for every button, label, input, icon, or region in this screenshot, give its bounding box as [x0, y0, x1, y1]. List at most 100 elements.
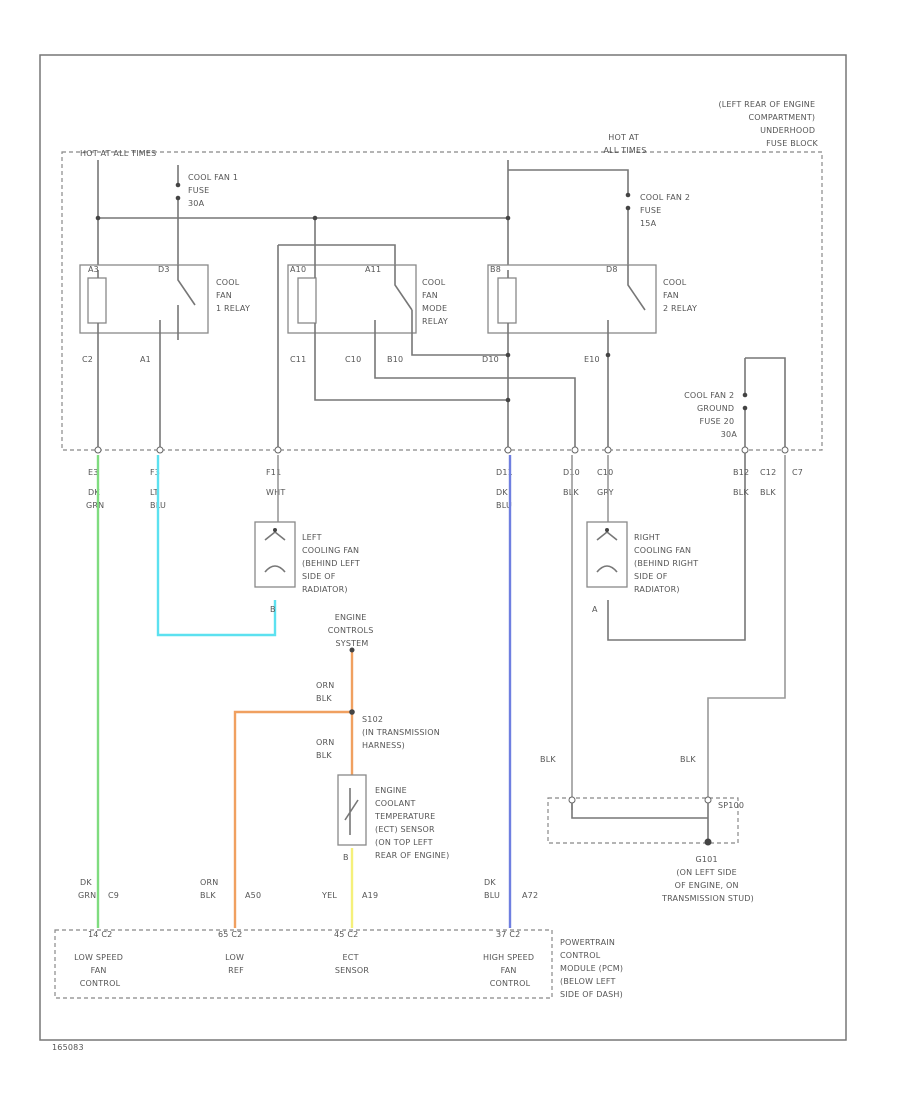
fuse-2-label: COOL FAN 2 FUSE 15A: [640, 193, 693, 228]
pcm-module-label: POWERTRAIN CONTROL MODULE (PCM) (BELOW L…: [560, 938, 626, 999]
pcm-wire-dk-grn: DK GRN: [78, 878, 96, 900]
wire-label-blk-d10: BLK: [563, 488, 579, 497]
cool-fan-2-relay: B8 D8 COOL FAN 2 RELAY D10 E10: [482, 264, 697, 448]
wire-label-blk-right: BLK: [680, 755, 696, 764]
svg-text:D3: D3: [158, 265, 170, 274]
junction-dot: [505, 397, 511, 403]
splice-s102: [349, 709, 355, 715]
connector-c12: C12: [760, 468, 776, 477]
hot-at-all-times-2-label: HOT AT ALL TIMES: [603, 133, 646, 155]
fuse-2-terminal: [625, 192, 631, 198]
relay-1-pin-c2: C2: [82, 355, 93, 364]
relay-1-pin-a1: A1: [140, 355, 151, 364]
ground-fuse-label: COOL FAN 2 GROUND FUSE 20 30A: [684, 391, 737, 439]
wire-label-dk-blu: DK BLU: [496, 488, 512, 510]
pcm-low-speed-label: LOW SPEED FAN CONTROL: [74, 953, 126, 988]
wire-label-gry: GRY: [597, 488, 614, 497]
pcm-pin-4: 37 C2: [496, 930, 520, 939]
cool-fan-1-relay: A3 D3 COOL FAN 1 RELAY: [79, 264, 250, 340]
junction-dot: [505, 215, 511, 221]
junction-dot: [605, 352, 611, 358]
ect-sensor: B ENGINE COOLANT TEMPERATURE (ECT) SENSO…: [337, 774, 449, 862]
pcm-term-a72: A72: [522, 891, 538, 900]
junction-dot: [95, 215, 101, 221]
svg-text:B10: B10: [387, 355, 403, 364]
relay-1-outputs: [97, 340, 161, 448]
bus-wire-left: [97, 160, 629, 270]
ground-g101-label: G101 (ON LEFT SIDE OF ENGINE, ON TRANSMI…: [661, 855, 754, 903]
pcm-low-ref-label: LOW REF: [225, 953, 247, 975]
svg-text:LEFT COOLING FAN (: LEFT COOLING FAN (BEHIND LEFT SIDE OF RA…: [302, 533, 363, 594]
ecs-terminal: [349, 647, 355, 653]
wire-label-dk-grn: DK GRN: [86, 488, 104, 510]
wire-label-blk-c12: BLK: [760, 488, 776, 497]
wire-label-blk-left: BLK: [540, 755, 556, 764]
diagram-frame: [39, 54, 847, 1041]
connector-d11: D11: [496, 468, 513, 477]
wire-lt-blu: [156, 455, 277, 637]
left-cooling-fan: B LEFT COOLING FAN (BEHIND LEFT SIDE OF …: [254, 521, 363, 614]
svg-text:C11: C11: [290, 355, 306, 364]
svg-text:D8: D8: [606, 265, 618, 274]
fuse-1-terminal: [175, 182, 181, 188]
wire-label-wht: WHT: [266, 488, 285, 497]
pcm-pin-3: 45 C2: [334, 930, 358, 939]
wire-label-orn-blk-1: ORN BLK: [316, 681, 337, 703]
pcm-term-c9: C9: [108, 891, 119, 900]
cool-fan-mode-relay: A10 A11 COOL FAN MODE RELAY C11 C10 B10: [277, 244, 576, 448]
ground-terminal: [704, 796, 712, 804]
svg-text:B: B: [343, 853, 349, 862]
pcm-wire-yel: YEL: [321, 891, 337, 900]
ground-fuse-wire: [607, 357, 786, 641]
right-cooling-fan: A RIGHT COOLING FAN (BEHIND RIGHT SIDE O…: [586, 521, 698, 614]
connector-f11: F11: [266, 468, 281, 477]
pcm-term-a50: A50: [245, 891, 261, 900]
wire-label-orn-blk-2: ORN BLK: [316, 738, 337, 760]
svg-text:C10: C10: [345, 355, 361, 364]
ground-fuse-terminal: [742, 405, 748, 411]
svg-text:ENGINE COOLANT TEM: ENGINE COOLANT TEMPERATURE (ECT) SENSOR …: [374, 786, 449, 860]
pcm-wire-dk-blu: DK BLU: [484, 878, 500, 900]
connector-c10: C10: [597, 468, 613, 477]
ground-g101: [704, 838, 712, 846]
svg-text:COOL FAN MODE: COOL FAN MODE RELAY: [422, 278, 450, 326]
connector-b12: B12: [733, 468, 749, 477]
wire-blk-c12: [707, 455, 786, 800]
svg-text:COOL FAN 1 RELAY: COOL FAN 1 RELAY: [216, 278, 250, 313]
ground-bus: [571, 803, 709, 840]
fuse-block-connectors: [94, 446, 789, 454]
pcm-term-a19: A19: [362, 891, 378, 900]
svg-text:B8: B8: [490, 265, 501, 274]
svg-text:A3: A3: [88, 265, 99, 274]
pcm-high-speed-label: HIGH SPEED FAN CONTROL: [483, 953, 537, 988]
connector-f3: F3: [150, 468, 160, 477]
engine-controls-label: ENGINE CONTROLS SYSTEM: [328, 613, 377, 648]
fuse-1-terminal: [175, 195, 181, 201]
junction-dot: [312, 215, 318, 221]
svg-text:E10: E10: [584, 355, 600, 364]
pcm-boundary: [54, 929, 553, 999]
ground-terminal: [568, 796, 576, 804]
connector-e3: E3: [88, 468, 99, 477]
pcm-ect-label: ECT SENSOR: [335, 953, 369, 975]
wire-orn-blk-upper: [233, 650, 354, 928]
hot-at-all-times-label: HOT AT ALL TIMES: [80, 149, 156, 158]
fuse-2-terminal: [625, 205, 631, 211]
sp100-boundary: [547, 797, 739, 844]
pcm-wire-orn-blk: ORN BLK: [200, 878, 221, 900]
svg-text:A10: A10: [290, 265, 306, 274]
svg-text:A: A: [592, 605, 598, 614]
connector-c7: C7: [792, 468, 803, 477]
pcm-pin-2: 65 C2: [218, 930, 242, 939]
fuse-block-location: (LEFT REAR OF ENGINE COMPARTMENT) UNDERH…: [718, 100, 818, 148]
sp100-label: SP100: [718, 801, 744, 810]
fuse-1-label: COOL FAN 1 FUSE 30A: [188, 173, 241, 208]
wire-label-blk-b12: BLK: [733, 488, 749, 497]
ground-fuse-terminal: [742, 392, 748, 398]
svg-text:D10: D10: [482, 355, 499, 364]
footer-code: 165083: [52, 1043, 84, 1052]
junction-dot: [505, 352, 511, 358]
fuse-block-boundary: [61, 151, 823, 451]
svg-text:A11: A11: [365, 265, 381, 274]
